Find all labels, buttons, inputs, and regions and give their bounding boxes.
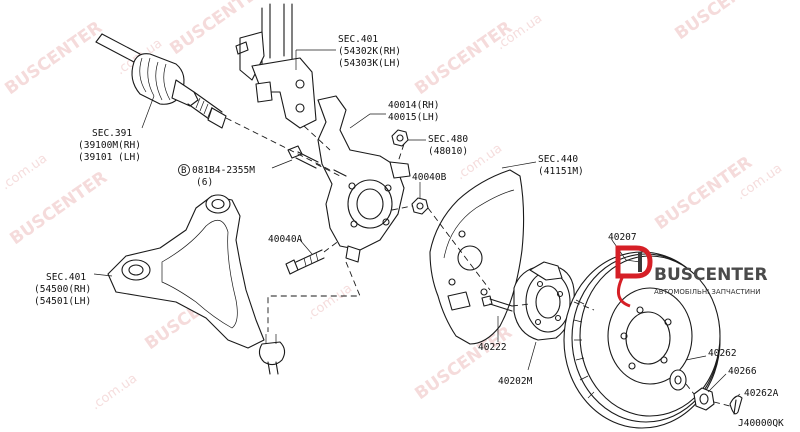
svg-text:40202M: 40202M: [498, 376, 533, 387]
dust-shield: [429, 169, 525, 345]
label-sec391: SEC.391 (39100M(RH) (39101 (LH): [78, 128, 141, 163]
strut-assembly: [235, 3, 317, 129]
bolt-081b4: [287, 145, 319, 169]
label-bolt-40040a: 40040A: [268, 234, 303, 245]
svg-text:(39100M(RH): (39100M(RH): [78, 140, 141, 151]
svg-text:(54302K(RH): (54302K(RH): [338, 46, 401, 57]
cotter-pin-40262A: [729, 395, 743, 415]
svg-text:(41151M): (41151M): [538, 166, 584, 177]
hub-nut-40266: [693, 387, 715, 411]
steering-knuckle: [317, 95, 411, 263]
svg-text:SEC.401: SEC.401: [46, 272, 86, 283]
watermark-domain: .com.ua: [89, 371, 140, 413]
wheel-hub: [513, 261, 575, 341]
svg-text:40014(RH): 40014(RH): [388, 100, 439, 111]
label-nut-40040b: 40040B: [412, 172, 447, 183]
label-sec401-top: SEC.401 (54302K(RH) (54303K(LH): [338, 34, 401, 69]
watermark-brand: BUSCENTER: [411, 18, 516, 100]
svg-text:(54501(LH): (54501(LH): [34, 296, 91, 307]
label-sec480: SEC.480 (48010): [428, 134, 468, 157]
svg-text:SEC.401: SEC.401: [338, 34, 378, 45]
svg-text:40015(LH): 40015(LH): [388, 112, 439, 123]
svg-text:40040A: 40040A: [268, 234, 303, 245]
svg-text:(6): (6): [196, 177, 213, 188]
logo-tagline: АВТОМОБІЛЬНІ ЗАПЧАСТИНИ: [654, 288, 760, 296]
svg-text:(48010): (48010): [428, 146, 468, 157]
svg-text:(39101 (LH): (39101 (LH): [78, 152, 141, 163]
svg-text:40222: 40222: [478, 342, 507, 353]
buscenter-logo: BUSCENTER АВТОМОБІЛЬНІ ЗАПЧАСТИНИ: [615, 245, 768, 308]
washer-40262: [669, 369, 687, 391]
svg-text:SEC.440: SEC.440: [538, 154, 578, 165]
label-hub-nut: 40266: [728, 366, 757, 377]
label-hub-bolt: 40222: [478, 342, 507, 353]
svg-text:SEC.480: SEC.480: [428, 134, 468, 145]
svg-text:40207: 40207: [608, 232, 637, 243]
drive-shaft: [95, 33, 227, 129]
label-sec401-bottom: SEC.401 (54500(RH) (54501(LH): [34, 272, 91, 307]
svg-text:40262: 40262: [708, 348, 737, 359]
watermark-brand: BUSCENTER: [1, 18, 106, 100]
label-cotter-pin: 40262A: [744, 388, 779, 399]
label-bolt-081b4: B 081B4-2355M (6): [178, 164, 255, 188]
label-rotor: 40207: [608, 232, 637, 243]
svg-text:40266: 40266: [728, 366, 757, 377]
svg-text:40040B: 40040B: [412, 172, 447, 183]
watermark-domain: .com.ua: [0, 151, 50, 193]
watermark-brand: BUSCENTER: [671, 0, 776, 44]
svg-text:081B4-2355M: 081B4-2355M: [192, 165, 255, 176]
svg-text:SEC.391: SEC.391: [92, 128, 132, 139]
svg-text:(54303K(LH): (54303K(LH): [338, 58, 401, 69]
nut-48010: [391, 129, 409, 147]
label-hub: 40202M: [498, 376, 533, 387]
logo-name: BUSCENTER: [654, 265, 768, 285]
label-sec440: SEC.440 (41151M): [538, 154, 584, 177]
circle-b-marker: B: [181, 166, 186, 176]
watermark-domain: .com.ua: [304, 281, 355, 323]
nut-40040b: [411, 197, 429, 215]
label-knuckle: 40014(RH) 40015(LH): [388, 100, 439, 123]
label-washer: 40262: [708, 348, 737, 359]
part-labels: SEC.401 (54302K(RH) (54303K(LH) 40014(RH…: [34, 34, 784, 429]
assembly-lines: [225, 117, 731, 407]
diagram-code: J40000QK: [738, 418, 784, 429]
lower-control-arm: [107, 194, 286, 375]
svg-text:(54500(RH): (54500(RH): [34, 284, 91, 295]
hub-bolt: [481, 295, 513, 312]
svg-text:40262A: 40262A: [744, 388, 779, 399]
bolt-40040a: [285, 249, 325, 275]
